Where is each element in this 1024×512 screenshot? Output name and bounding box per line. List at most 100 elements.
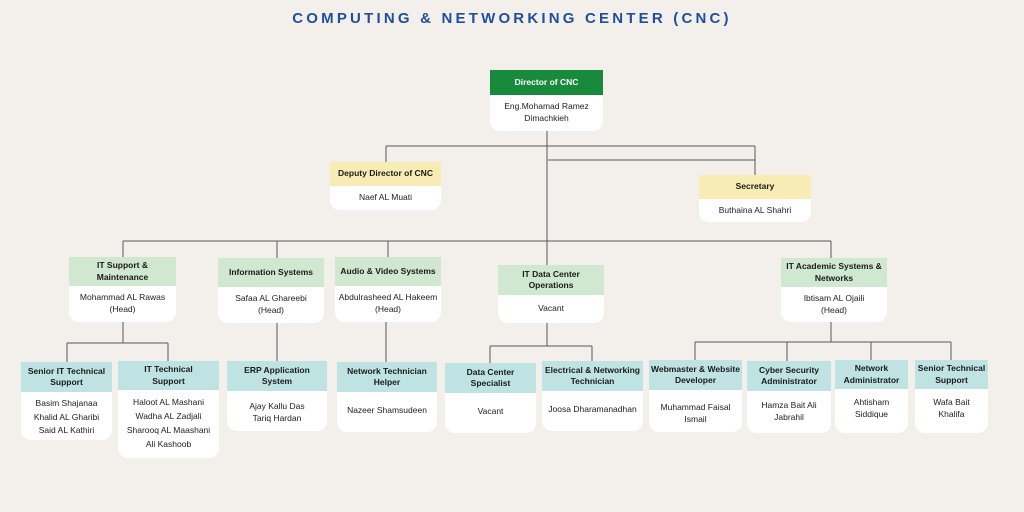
- cyber-security-title: Cyber Security Administrator: [747, 361, 831, 391]
- title-line: Developer: [674, 375, 717, 385]
- person-name: Siddique: [854, 409, 889, 420]
- network-admin-title: Network Administrator: [835, 360, 908, 389]
- title-line: Administrator: [843, 374, 900, 385]
- title-line: Network Technician: [347, 365, 427, 376]
- title-line: ERP Application: [244, 364, 310, 375]
- title-line: Helper: [373, 377, 401, 387]
- title-line: Specialist: [470, 378, 511, 388]
- deputy-people: Naef AL Muati: [330, 186, 441, 210]
- director-title: Director of CNC: [490, 70, 603, 95]
- dc-specialist-people: Vacant: [445, 393, 536, 433]
- person-name: Khalid AL Gharibi: [33, 411, 100, 422]
- person-name: Safaa AL Ghareebi: [235, 293, 307, 303]
- title-line: Operations: [528, 280, 574, 290]
- node-director: Director of CNC Eng.Mohamad Ramez Dimach…: [490, 70, 603, 131]
- person-name: (Head): [375, 304, 401, 315]
- data-center-ops-people: Vacant: [498, 295, 604, 323]
- it-support-title: IT Support & Maintenance: [69, 257, 176, 286]
- person-name: Khalifa: [938, 409, 965, 420]
- person-name: (Head): [109, 304, 136, 315]
- node-audio-video-systems: Audio & Video Systems Abdulrasheed AL Ha…: [335, 257, 441, 322]
- dc-specialist-title: Data Center Specialist: [445, 363, 536, 393]
- info-systems-title: Information Systems: [218, 258, 324, 287]
- erp-people: Ajay Kallu Das Tariq Hardan: [227, 391, 327, 431]
- senior-technical-title: Senior Technical Support: [915, 360, 988, 389]
- secretary-people: Buthaina AL Shahri: [699, 199, 811, 222]
- chart-title: COMPUTING & NETWORKING CENTER (CNC): [292, 10, 732, 27]
- node-it-support-maintenance: IT Support & Maintenance Mohammad AL Raw…: [69, 257, 176, 322]
- person-name: Wafa Bait: [933, 397, 970, 407]
- it-technical-support-people: Haloot AL Mashani Wadha AL Zadjali Sharo…: [118, 390, 219, 458]
- title-line: System: [261, 376, 293, 386]
- network-helper-title: Network Technician Helper: [337, 362, 437, 392]
- deputy-title: Deputy Director of CNC: [330, 162, 441, 186]
- node-it-technical-support: IT Technical Support Haloot AL Mashani W…: [118, 361, 219, 458]
- senior-it-support-people: Basim Shajanaa Khalid AL Gharibi Said AL…: [21, 392, 112, 440]
- title-line: IT Academic Systems &: [786, 261, 882, 272]
- node-network-technician-helper: Network Technician Helper Nazeer Shamsud…: [337, 362, 437, 432]
- title-line: Support: [935, 374, 968, 385]
- title-line: Webmaster & Website: [651, 363, 740, 374]
- node-secretary: Secretary Buthaina AL Shahri: [699, 175, 811, 222]
- title-line: Electrical & Networking: [545, 364, 640, 375]
- person-name: Mohammad AL Rawas: [79, 292, 166, 302]
- person-name: Said AL Kathiri: [38, 425, 95, 436]
- person-name: Wadha AL Zadjali: [135, 411, 202, 422]
- person-name: Ismail: [684, 414, 707, 425]
- node-webmaster-website-developer: Webmaster & Website Developer Muhammad F…: [649, 360, 742, 432]
- node-senior-it-technical-support: Senior IT Technical Support Basim Shajan…: [21, 362, 112, 440]
- node-information-systems: Information Systems Safaa AL Ghareebi (H…: [218, 258, 324, 323]
- person-name: (Head): [258, 305, 284, 316]
- person-name: Muhammad Faisal: [660, 402, 731, 412]
- person-name: Ahtisham: [853, 397, 890, 407]
- title-line: Senior IT Technical: [27, 365, 106, 376]
- person-name: Jabrahil: [774, 412, 804, 423]
- node-data-center-specialist: Data Center Specialist Vacant: [445, 363, 536, 433]
- title-line: Senior Technical: [917, 363, 986, 374]
- person-name: Haloot AL Mashani: [132, 397, 205, 407]
- title-line: Networks: [814, 272, 854, 283]
- person-name: Ajay Kallu Das: [249, 401, 305, 411]
- title-line: Support: [152, 375, 185, 386]
- node-it-academic-systems-networks: IT Academic Systems & Networks Ibtisam A…: [781, 258, 887, 322]
- node-it-data-center-operations: IT Data Center Operations Vacant: [498, 265, 604, 323]
- person-name: Dimachkieh: [524, 113, 569, 124]
- it-technical-support-title: IT Technical Support: [118, 361, 219, 390]
- node-deputy-director: Deputy Director of CNC Naef AL Muati: [330, 162, 441, 210]
- electrical-networking-title: Electrical & Networking Technician: [542, 361, 643, 391]
- person-name: Vacant: [477, 406, 504, 416]
- audio-video-people: Abdulrasheed AL Hakeem (Head): [335, 286, 441, 322]
- erp-title: ERP Application System: [227, 361, 327, 391]
- person-name: Ali Kashoob: [145, 439, 192, 450]
- network-admin-people: Ahtisham Siddique: [835, 389, 908, 433]
- title-line: IT Technical: [144, 364, 193, 375]
- director-people: Eng.Mohamad Ramez Dimachkieh: [490, 95, 603, 131]
- cyber-security-people: Hamza Bait Ali Jabrahil: [747, 391, 831, 433]
- webmaster-people: Muhammad Faisal Ismail: [649, 390, 742, 432]
- title-line: IT Support &: [97, 260, 148, 271]
- academic-systems-people: Ibtisam AL Ojaili (Head): [781, 287, 887, 322]
- title-line: Cyber Security: [759, 364, 819, 375]
- person-name: Eng.Mohamad Ramez: [504, 101, 589, 111]
- audio-video-title: Audio & Video Systems: [335, 257, 441, 286]
- title-line: Maintenance: [96, 271, 149, 282]
- person-name: Hamza Bait Ali: [761, 400, 817, 410]
- node-erp-application-system: ERP Application System Ajay Kallu Das Ta…: [227, 361, 327, 431]
- person-name: (Head): [821, 305, 847, 316]
- senior-it-support-title: Senior IT Technical Support: [21, 362, 112, 392]
- node-senior-technical-support: Senior Technical Support Wafa Bait Khali…: [915, 360, 988, 433]
- secretary-title: Secretary: [699, 175, 811, 199]
- person-name: Abdulrasheed AL Hakeem: [338, 292, 438, 302]
- it-support-people: Mohammad AL Rawas (Head): [69, 286, 176, 322]
- person-name: Sharooq AL Maashani: [126, 425, 211, 436]
- person-name: Nazeer Shamsudeen: [347, 405, 427, 415]
- person-name: Joosa Dharamanadhan: [548, 404, 637, 414]
- network-helper-people: Nazeer Shamsudeen: [337, 392, 437, 432]
- node-network-administrator: Network Administrator Ahtisham Siddique: [835, 360, 908, 433]
- title-line: Network: [854, 363, 889, 374]
- node-electrical-networking-technician: Electrical & Networking Technician Joosa…: [542, 361, 643, 431]
- webmaster-title: Webmaster & Website Developer: [649, 360, 742, 390]
- person-name: Basim Shajanaa: [35, 398, 98, 408]
- title-line: Technician: [570, 376, 615, 386]
